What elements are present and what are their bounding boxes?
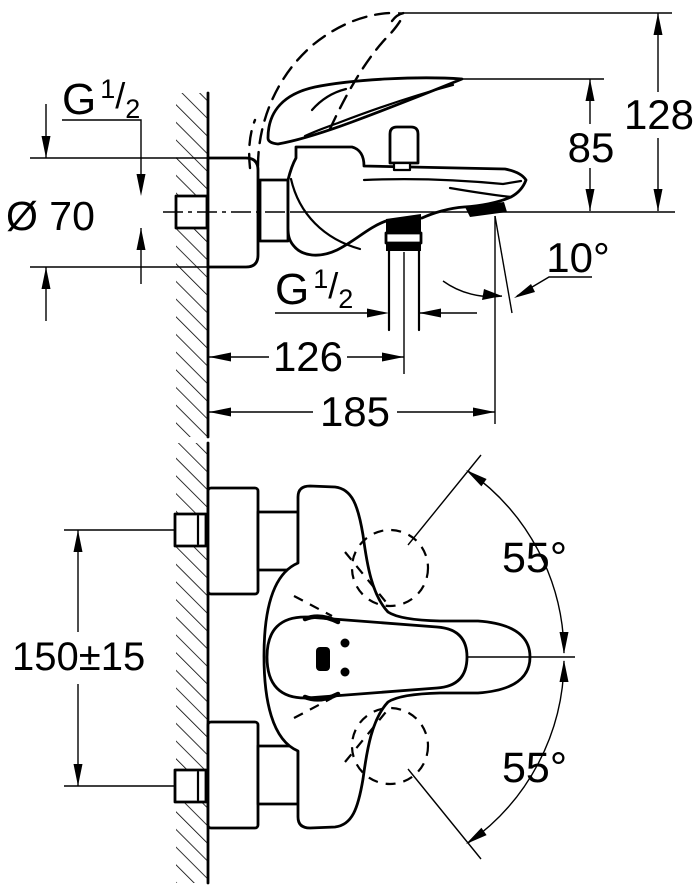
lever-dot-upper [340,638,350,648]
arrow-128-up [653,13,663,35]
dim-label-swivel-up-55: 55° [502,534,567,582]
arrow-55-mid-upper [559,632,569,654]
lever-logo-bar [316,647,330,671]
lever-shadow-upper [302,614,341,625]
arrow-55-bottom [466,827,487,844]
arrow-10-arc [482,289,502,300]
wall-hatch-side [176,93,208,437]
spout-angle-line [494,215,513,314]
dim-label-angle-10: 10° [546,234,610,281]
dim-label-height-128: 128 [624,91,694,138]
swivel-ref-line-upper [407,454,482,546]
lower-union [206,720,300,830]
swivel-ref-line-lower [407,768,482,860]
swivel-edge-lower-b [344,706,391,763]
dim-angle-10: 10° [442,215,610,424]
lever-top-surface [265,615,469,700]
dim-height-85: 85 [462,78,615,211]
dim-label-centers-150: 150±15 [12,635,145,679]
union-nut [258,178,290,243]
upper-hex-body [173,512,208,548]
lever-shadow-lower [302,691,341,702]
arrow-150-down [73,764,83,786]
upper-union-nut [256,510,300,572]
arrow-126-right [382,352,404,362]
swivel-arc-lower [467,660,565,844]
spout-aerator [465,202,507,217]
lever-detail-curve [310,87,348,112]
arrow-85-up [585,79,595,101]
lever-handle [266,76,464,146]
arrow-10-leader [514,284,535,298]
upper-union-flange [206,486,260,596]
wall-hatch-plan [176,443,208,883]
body-contour-curve [289,177,362,251]
swivel-arc-upper [467,470,565,654]
dim-swivel-55: 55° 55° [407,454,575,860]
lever-swivel-dashed [293,528,430,786]
swivel-edge-upper-b [344,551,391,608]
arrow-150-up [73,530,83,552]
swivel-edge-lower-a [293,697,333,719]
dim-height-128: 128 [398,12,694,211]
lower-wall-hex [173,768,208,804]
arrow-dia-down [41,136,51,158]
arrow-55-top [466,470,487,487]
arrow-126-left [209,352,231,362]
arrow-thread-top-up [136,228,146,250]
lower-hex-body [173,768,208,804]
dim-centers-150: 150±15 [12,529,175,787]
lower-union-flange [206,720,260,830]
dim-width-185: 185 [209,388,495,435]
upper-wall-hex [173,512,208,548]
spout-contour-line [362,178,523,186]
upper-union [206,486,300,596]
arrow-dia-up [41,267,51,289]
arrow-thread-top-down [136,174,146,196]
arrow-gmid-right [367,308,389,318]
outlet-nut [384,231,423,245]
dim-label-diameter-70: Ø 70 [6,193,95,239]
diverter-knob-stem [392,161,412,172]
outlet-nut-dark [386,214,421,233]
swivel-knob-upper-dashed [350,528,430,608]
lower-union-nut [256,744,300,806]
raised-handle-outline-left [256,11,400,168]
raised-handle-tip [390,11,406,23]
dim-width-126: 126 [209,252,405,380]
swivel-knob-lower-dashed [350,706,430,786]
arrow-128-down [653,189,663,211]
dim-label-width-126: 126 [273,333,343,380]
arrow-85-down [585,189,595,211]
arrow-185-right [473,407,495,417]
shower-outlet [384,214,423,332]
outlet-collar-band [386,243,421,251]
dim-label-height-85: 85 [568,124,615,171]
arrow-185-left [209,407,231,417]
diverter-knob [388,125,420,165]
dim-leader-thread-top [62,119,142,174]
plan-view: 150±15 55° 55° [12,441,575,885]
dim-label-width-185: 185 [320,388,390,435]
swivel-edge-upper-a [293,595,333,617]
dim-diameter-70: Ø 70 [6,104,208,321]
arrow-55-mid-lower [559,660,569,682]
raised-handle-outline-right [328,14,405,131]
arrow-gmid-left [419,308,441,318]
dim-label-swivel-down-55: 55° [502,744,567,792]
lever-contour-line [303,83,455,138]
raised-handle-pivot-arc [247,118,257,170]
spout-head-contour [448,186,513,199]
lever-dot-lower [340,667,350,677]
